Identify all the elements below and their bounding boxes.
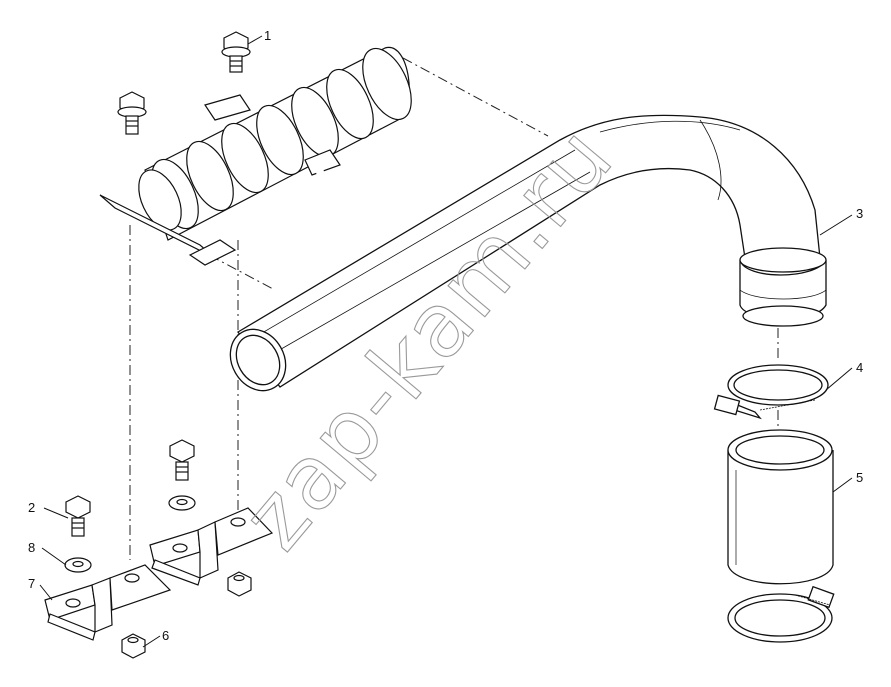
washer-left [64,557,92,573]
callout-3: 3 [856,206,863,221]
callout-4: 4 [856,360,863,375]
hex-nut-right [227,571,252,597]
washer-right [168,495,196,511]
bracket-bolt-left [65,495,91,537]
bracket-right [149,507,274,586]
flange-bolt-top-right [221,31,251,73]
intake-pipe [229,114,827,392]
rubber-hose [727,429,834,585]
hose-clamp-upper [713,364,829,420]
bracket-left [44,564,172,641]
callout-2: 2 [28,500,35,515]
hex-nut-left [121,633,146,659]
callout-7: 7 [28,576,35,591]
callout-leaders [39,35,853,648]
bracket-bolt-right [169,439,195,481]
hose-clamp-lower [727,585,835,643]
callout-1: 1 [264,28,271,43]
corrugated-sleeve [99,47,412,266]
flange-bolt-top-left [117,91,147,135]
callout-numbers: 1 2 3 4 5 6 7 8 [28,28,863,643]
callout-8: 8 [28,540,35,555]
callout-6: 6 [162,628,169,643]
callout-5: 5 [856,470,863,485]
